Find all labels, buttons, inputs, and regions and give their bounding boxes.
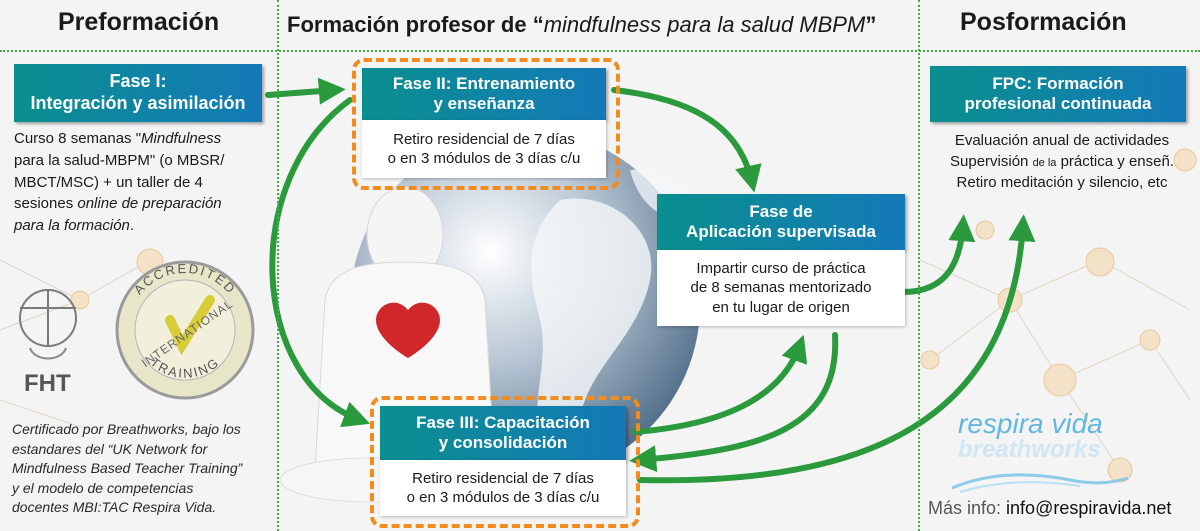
fpc-title-line2: profesional continuada: [964, 94, 1152, 113]
fase3-description: Retiro residencial de 7 días o en 3 módu…: [380, 460, 626, 516]
aplicacion-description: Impartir curso de práctica de 8 semanas …: [657, 250, 905, 326]
aplicacion-body-line3: en tu lugar de origen: [712, 298, 850, 316]
contact-info: Más info: info@respiravida.net: [928, 498, 1171, 519]
fase2-description: Retiro residencial de 7 días o en 3 módu…: [362, 120, 606, 178]
fht-logo: [19, 289, 77, 360]
fpc-body-line1: Evaluación anual de actividades: [954, 132, 1170, 149]
fpc-body-line2-c: práctica y enseñ.: [1056, 153, 1174, 170]
fase1-description: Curso 8 semanas "Mindfulness para la sal…: [14, 128, 224, 237]
fase1-line: MBCT/MSC) + un taller de 4: [14, 173, 203, 191]
fase1-line: Curso 8 semanas "Mindfulness: [14, 130, 222, 147]
divider-left: [277, 0, 279, 531]
header-formacion: Formación profesor de “mindfulness para …: [287, 12, 876, 38]
fpc-body-line2-a: Supervisión: [950, 153, 1033, 170]
heart-icon: [376, 302, 440, 358]
fase3-title-line1: Fase III: Capacitación: [416, 412, 590, 432]
certification-line: estandares del “UK Network for: [12, 440, 208, 457]
fase3-highlight-frame: [370, 396, 640, 528]
arrow-fase3-to-aplicacion: [632, 334, 808, 435]
certification-line: Certificado por Breathworks, bajo los: [12, 421, 241, 437]
accredited-seal: [115, 260, 255, 400]
arrow-fase3-to-fpc: [637, 214, 1036, 484]
brand-breathworks: breathworks: [958, 436, 1101, 463]
arrow-fase2-to-fase3: [269, 97, 371, 428]
fase1-title-line2: Integración y asimilación: [30, 93, 246, 113]
fpc-title: FPC: Formación profesional continuada: [930, 66, 1186, 122]
contact-label: Más info:: [928, 498, 1002, 518]
brand-respira-vida: respira vida: [958, 408, 1103, 439]
fpc-body-line2: Supervisión de la práctica y enseñ.: [928, 151, 1196, 172]
certification-line: y el modelo de competencias: [12, 479, 194, 496]
fase1-title: Fase I: Integración y asimilación: [14, 64, 262, 122]
aplicacion-title: Fase de Aplicación supervisada: [657, 194, 905, 250]
seal-top-text: ACCREDITED: [131, 261, 240, 297]
arrow-fase1-to-fase2: [265, 77, 346, 105]
fase1-line: sesiones online de preparación: [14, 195, 222, 213]
fase3-body-line2: o en 3 módulos de 3 días c/u: [406, 489, 600, 506]
fase3-title: Fase III: Capacitación y consolidación: [380, 406, 626, 460]
fase2-highlight-frame: [352, 58, 620, 190]
header-preformacion: Preformación: [58, 8, 220, 36]
fase2-title: Fase II: Entrenamiento y enseñanza: [362, 68, 606, 120]
certification-line: Mindfulness Based Teacher Training”: [12, 460, 243, 477]
header-posformacion: Posformación: [960, 8, 1127, 36]
fase3-body-line1: Retiro residencial de 7 días: [412, 469, 594, 487]
fpc-title-line1: FPC: Formación: [992, 73, 1124, 93]
fase2-body-line1: Retiro residencial de 7 días: [393, 130, 575, 148]
divider-right: [918, 0, 920, 531]
fpc-body-line3: Retiro meditación y silencio, etc: [956, 174, 1168, 191]
aplicacion-title-line2: Aplicación supervisada: [686, 222, 876, 241]
seal-bottom-text: TRAINING: [147, 354, 222, 381]
network-nodes: [70, 148, 1197, 483]
fht-logo-text: FHT: [24, 370, 71, 397]
aplicacion-title-line1: Fase de: [749, 201, 813, 221]
fpc-body-line2-b: de la: [1032, 157, 1057, 169]
contact-email-link[interactable]: info@respiravida.net: [1006, 498, 1172, 518]
aplicacion-body-line1: Impartir curso de práctica: [696, 259, 866, 277]
certification-line: docentes MBI:TAC Respira Vida.: [12, 499, 217, 516]
header-formacion-suffix: ”: [865, 12, 877, 37]
arrow-aplicacion-to-fpc: [900, 214, 976, 295]
fase1-title-line1: Fase I:: [109, 71, 167, 92]
fpc-description: Evaluación anual de actividades Supervis…: [928, 130, 1196, 193]
fase2-title-line1: Fase II: Entrenamiento: [392, 73, 576, 93]
aplicacion-body-line2: de 8 semanas mentorizado: [690, 279, 872, 297]
fase2-body-line2: o en 3 módulos de 3 días c/u: [387, 150, 581, 167]
divider-top: [0, 50, 1200, 52]
fase2-title-line2: y enseñanza: [433, 94, 535, 113]
header-formacion-prefix: Formación profesor de “: [287, 12, 544, 37]
fase1-line: para la formación.: [14, 217, 135, 234]
brand-wave-icon: [951, 473, 1129, 493]
network-pattern-right: [919, 259, 1191, 471]
fase1-line: para la salud-MBPM" (o MBSR/: [14, 151, 225, 169]
arrow-aplicacion-to-fase3: [629, 332, 839, 473]
certification-text: Certificado por Breathworks, bajo los es…: [12, 420, 242, 518]
fase3-title-line2: y consolidación: [438, 433, 568, 452]
arrow-fase2-to-aplicacion: [611, 87, 762, 193]
header-formacion-italic: mindfulness para la salud MBPM: [543, 12, 866, 37]
flow-arrows: [265, 77, 1036, 484]
